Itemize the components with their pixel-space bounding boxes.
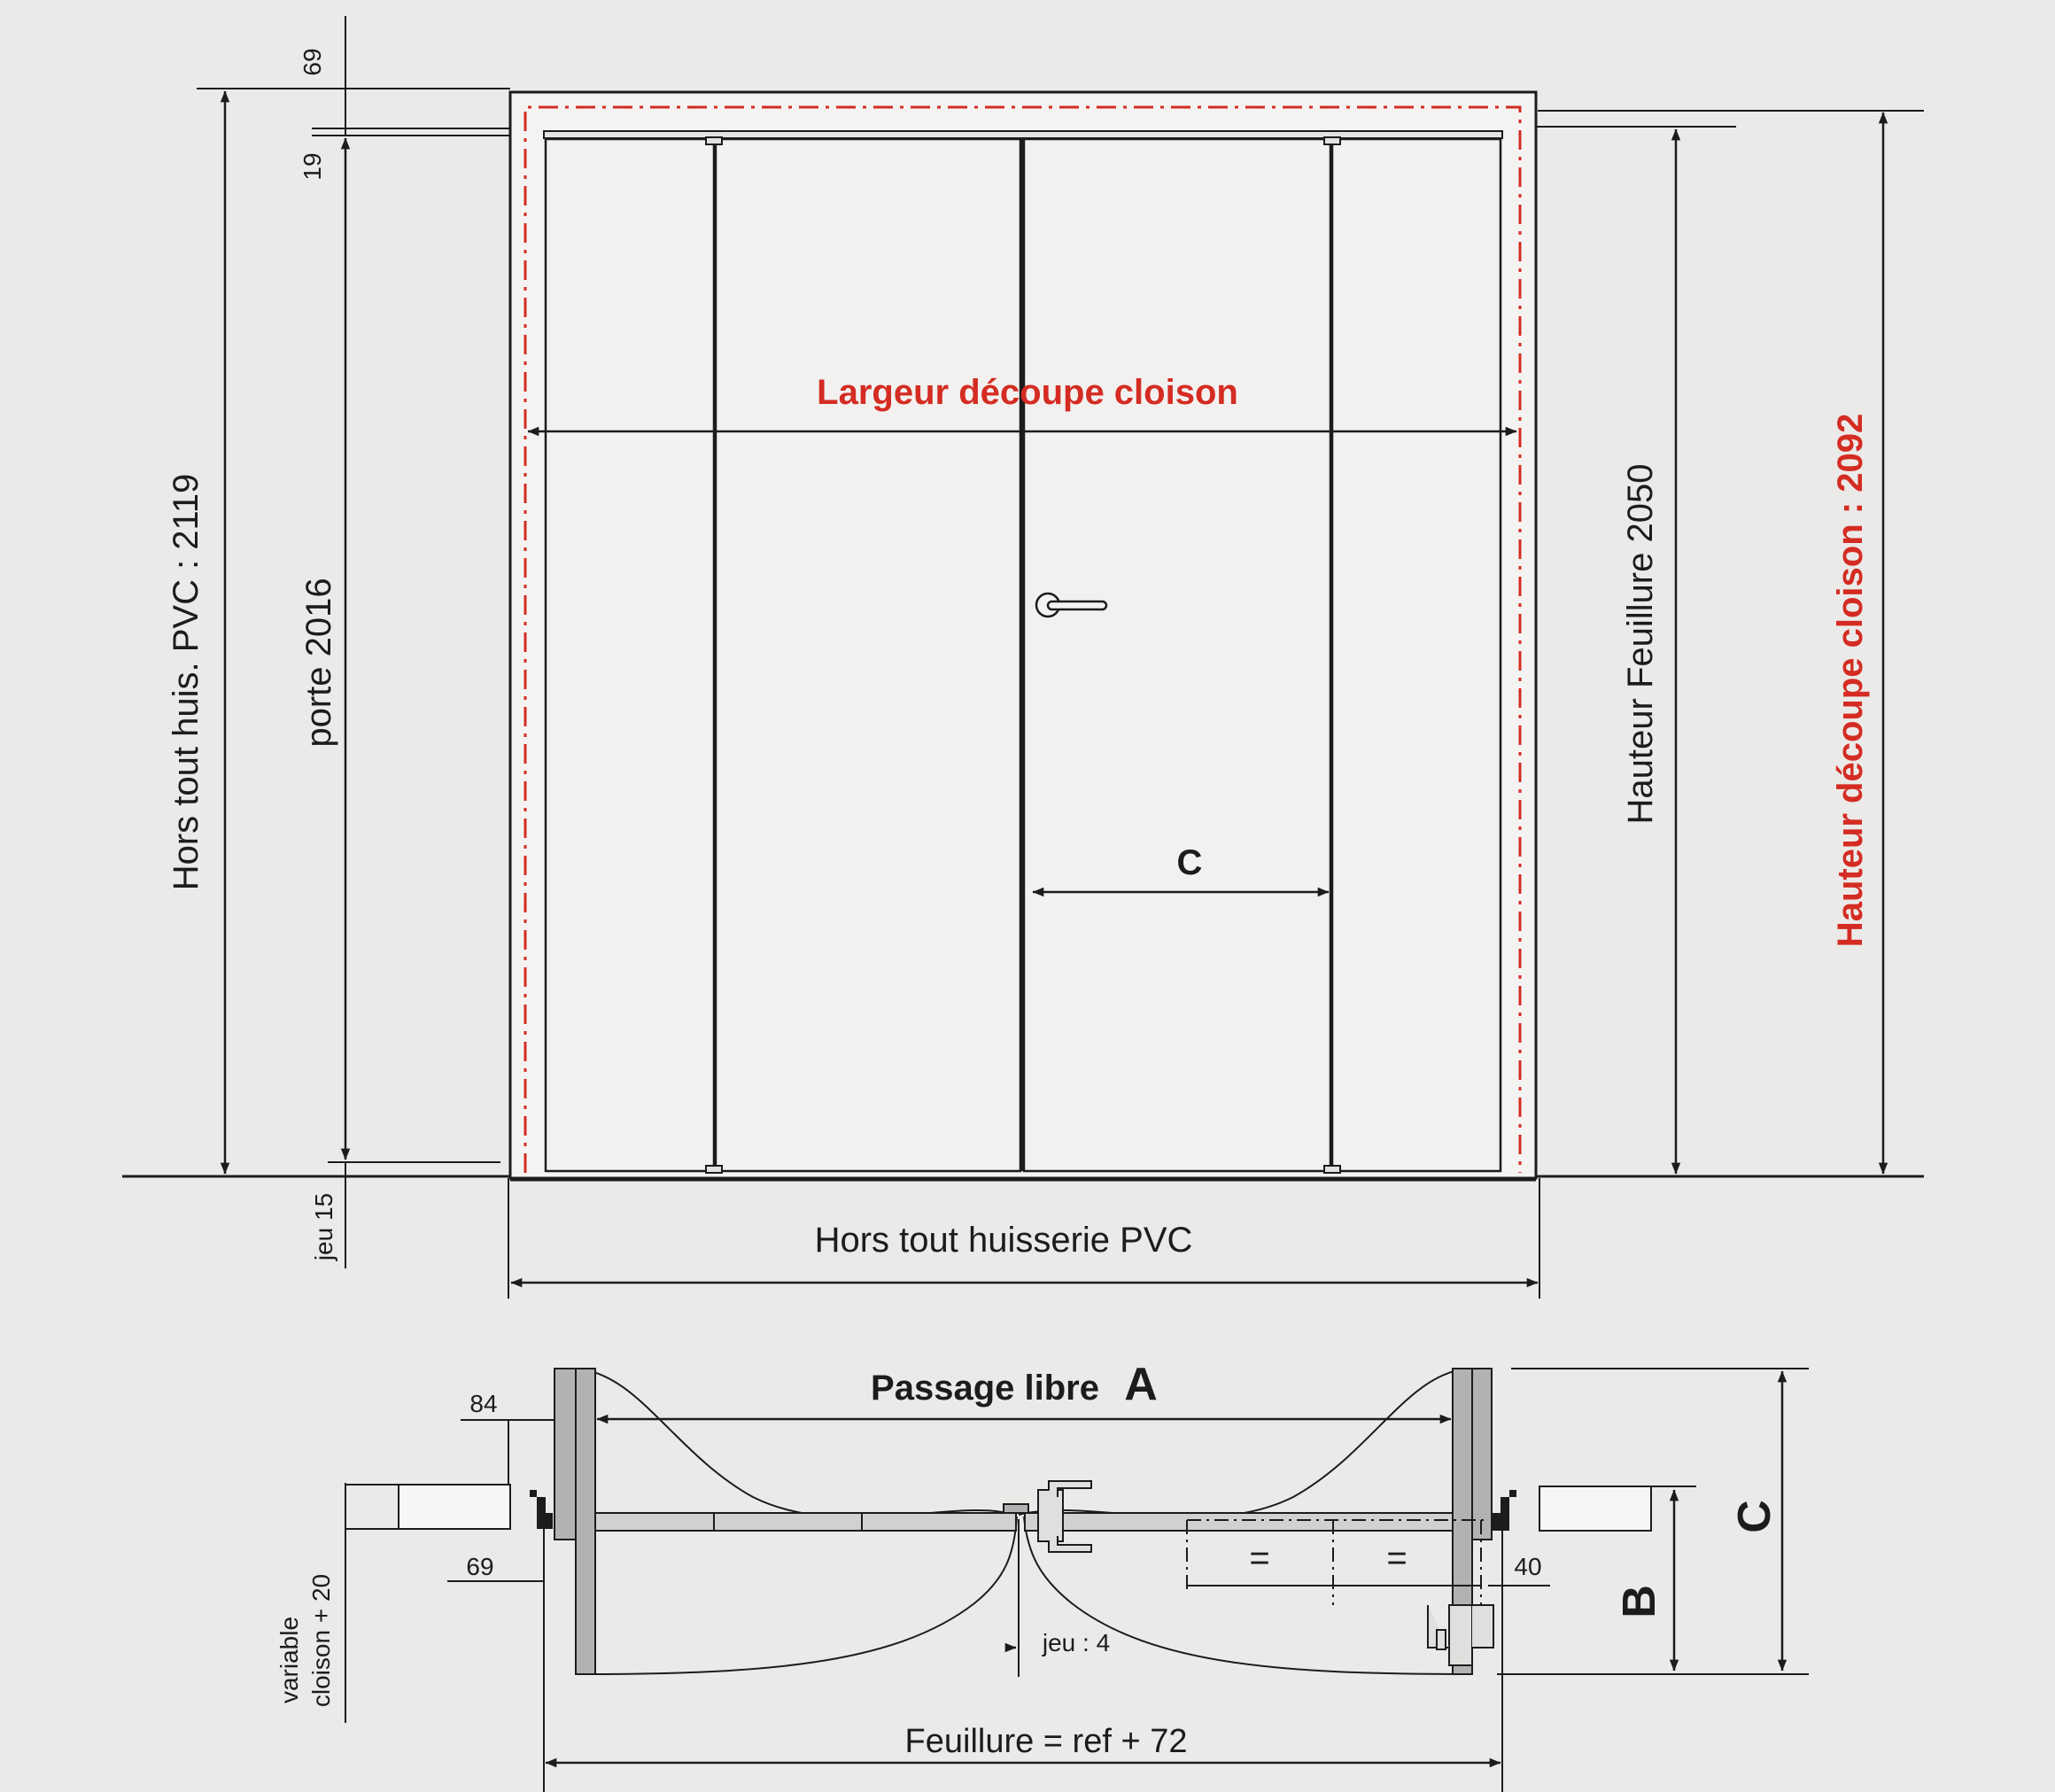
fixed-panel-left xyxy=(544,137,716,1173)
swing-arc-bottom-left xyxy=(575,1516,1018,1675)
label-bottom-gap: jeu 15 xyxy=(310,1193,337,1261)
pivot-hardware-icon xyxy=(1427,1604,1494,1666)
jamb-left-inner xyxy=(575,1368,596,1675)
plan-leaf-left xyxy=(594,1512,1017,1532)
swing-arc-top-right xyxy=(1018,1368,1471,1519)
wall-right xyxy=(1539,1486,1652,1532)
plan-hinge-block xyxy=(1003,1503,1029,1514)
label-passage-letter: A xyxy=(1124,1359,1158,1410)
label-leaf-width: C xyxy=(1177,843,1203,882)
label-passage-libre: Passage libre xyxy=(871,1369,1099,1408)
label-hauteur-decoupe: Hauteur découpe cloison : 2092 xyxy=(1831,414,1870,947)
label-hors-tout-width: Hors tout huisserie PVC xyxy=(815,1221,1193,1260)
pivot-top-right xyxy=(1323,136,1341,145)
label-largeur-decoupe: Largeur découpe cloison xyxy=(817,373,1238,412)
jamb-left-outer xyxy=(554,1368,577,1540)
door-handle-icon xyxy=(1035,592,1108,618)
label-hors-tout-height: Hors tout huis. PVC : 2119 xyxy=(167,474,206,891)
swing-arcs xyxy=(573,1368,1471,1675)
label-dim-40: 40 xyxy=(1514,1553,1541,1580)
label-dim-b: B xyxy=(1614,1585,1665,1618)
elevation-dimension-lines xyxy=(220,90,1888,1288)
hardware-axis-lines xyxy=(1186,1519,1488,1610)
door-panels xyxy=(544,137,1502,1173)
clip-right xyxy=(1492,1490,1536,1531)
cut-outline xyxy=(523,105,1522,1173)
label-variable: variable xyxy=(275,1617,303,1703)
label-hauteur-feuillure: Hauteur Feuillure 2050 xyxy=(1621,464,1660,825)
jamb-right-outer xyxy=(1471,1368,1493,1540)
jamb-clips xyxy=(510,1490,1536,1531)
swing-arc-top-left xyxy=(573,1368,1015,1518)
label-jamb-84: 84 xyxy=(469,1390,497,1417)
door-leaf-left xyxy=(714,137,1022,1173)
label-equal-right: = xyxy=(1386,1539,1407,1578)
label-top-offset: 69 xyxy=(299,48,326,75)
label-cloison-20: cloison + 20 xyxy=(307,1574,335,1707)
pivot-blocks xyxy=(705,136,1341,1174)
elevation-view: 69 19 Hors tout huis. PVC : 2119 porte 2… xyxy=(122,16,1924,1299)
head-rail xyxy=(543,130,1503,139)
plan-leaf-right xyxy=(1024,1512,1454,1532)
fixed-panel-right xyxy=(1330,137,1502,1173)
door-leaf-right xyxy=(1022,137,1332,1173)
pivot-bottom-right xyxy=(1323,1165,1341,1174)
label-top-gap: 19 xyxy=(299,152,326,180)
label-door-height: porte 2016 xyxy=(299,578,338,747)
swing-arc-bottom-right xyxy=(1023,1516,1471,1675)
label-jeu-4: jeu : 4 xyxy=(1042,1629,1110,1656)
pivot-bottom-left xyxy=(705,1165,723,1174)
plan-leaves xyxy=(594,1512,1454,1532)
label-feuillure: Feuillure = ref + 72 xyxy=(905,1723,1188,1760)
wall-sections xyxy=(398,1484,1652,1532)
label-jamb-69: 69 xyxy=(466,1553,493,1580)
clip-left xyxy=(510,1490,553,1529)
plan-dimension-lines xyxy=(545,1370,1787,1768)
label-dim-c: C xyxy=(1729,1500,1780,1533)
plan-view: Passage libre A 84 69 variable cloison +… xyxy=(275,1359,1809,1792)
pivot-top-left xyxy=(705,136,723,145)
wall-left xyxy=(398,1484,511,1530)
central-hardware-icon xyxy=(1037,1480,1092,1553)
label-equal-left: = xyxy=(1249,1539,1269,1578)
